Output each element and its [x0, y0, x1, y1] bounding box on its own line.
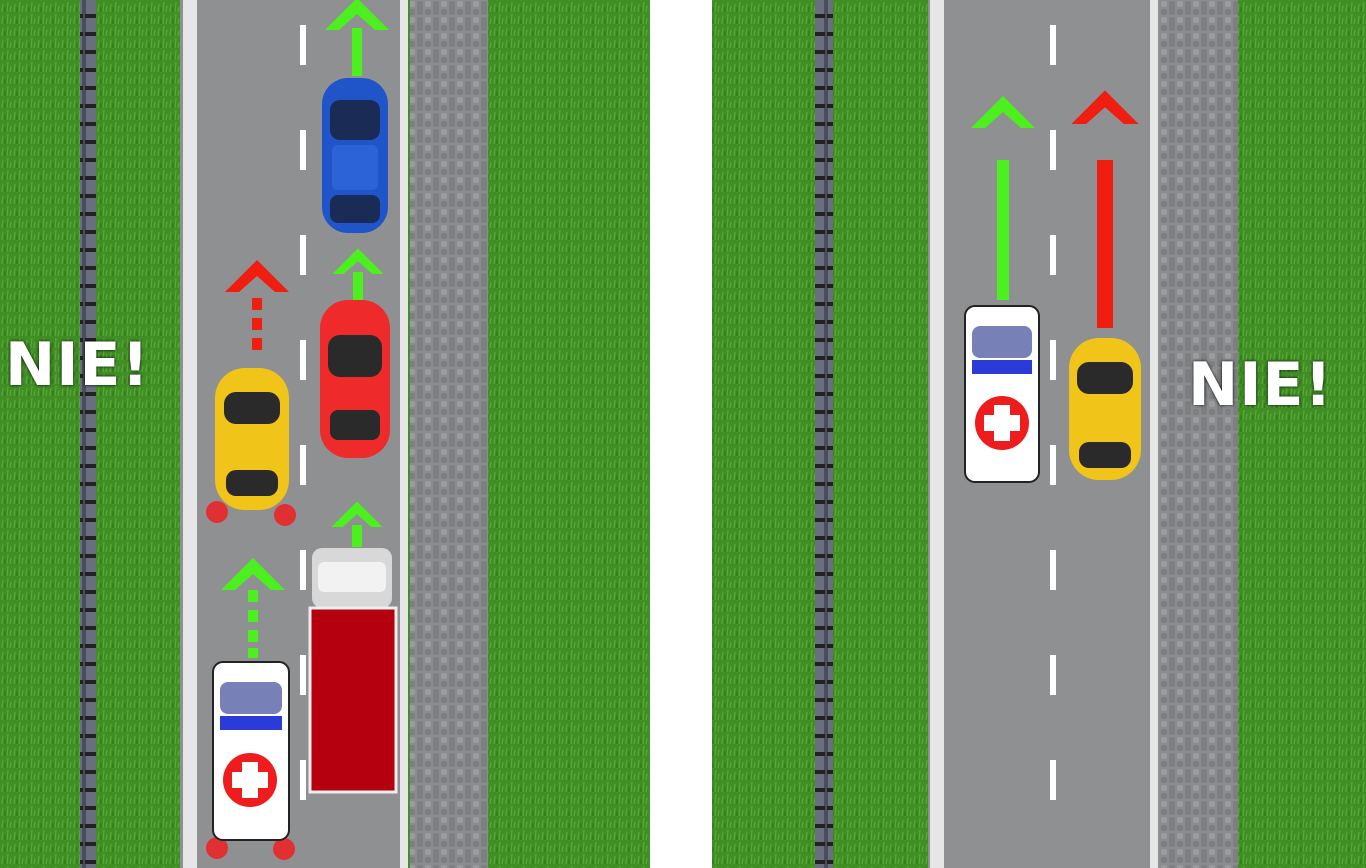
- left-scenario: [0, 0, 650, 868]
- road-edge-line: [930, 0, 944, 868]
- yellow-car: [206, 368, 296, 526]
- road-edge-line: [1150, 0, 1158, 868]
- blue-car: [322, 78, 388, 233]
- guardrail: [815, 0, 833, 868]
- red-arrow-icon: [1071, 90, 1139, 328]
- pavers: [410, 0, 488, 868]
- green-arrow-icon: [325, 0, 389, 76]
- right-scenario: [712, 0, 1366, 868]
- red-dashed-arrow-icon: [225, 260, 289, 350]
- red-truck: [308, 548, 398, 794]
- lane-dashes: [1050, 25, 1056, 800]
- road-edge-line: [183, 0, 197, 868]
- warning-label: NIE!: [1188, 350, 1333, 420]
- road-edge-line: [400, 0, 408, 868]
- guardrail: [80, 0, 96, 868]
- pavers: [1160, 0, 1238, 868]
- ambulance: [206, 661, 295, 860]
- red-car: [320, 300, 390, 458]
- warning-label: NIE!: [5, 330, 150, 400]
- ambulance: [964, 305, 1040, 483]
- lane-dashes: [300, 25, 306, 800]
- green-arrow-icon: [331, 501, 383, 547]
- green-arrow-icon: [971, 96, 1035, 300]
- green-dashed-arrow-icon: [221, 558, 285, 658]
- green-arrow-icon: [332, 248, 384, 300]
- yellow-car: [1069, 338, 1141, 480]
